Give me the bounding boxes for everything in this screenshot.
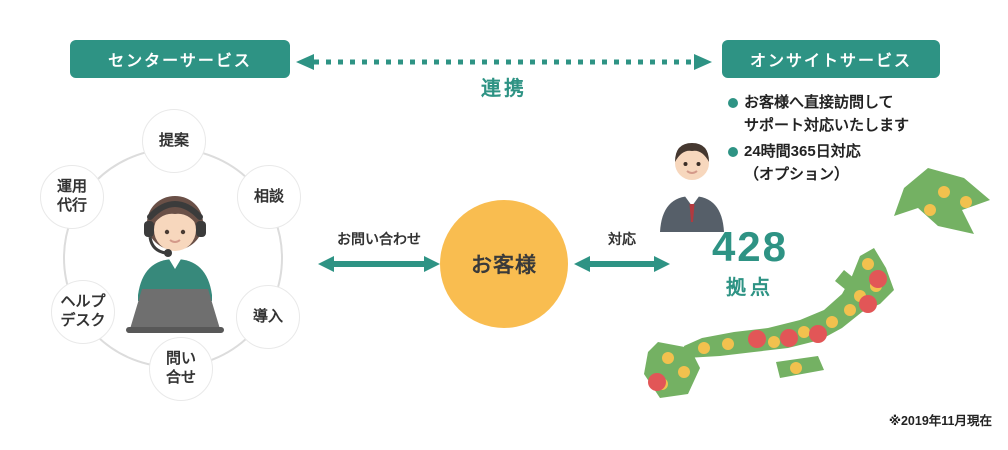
- inquiry-arrow-label: お問い合わせ: [337, 231, 421, 247]
- onsite-feature-text: 24時間365日対応 （オプション）: [744, 143, 861, 183]
- customer-circle: お客様: [440, 200, 568, 328]
- ring-item-helpdesk: ヘルプ デスク: [51, 280, 115, 344]
- response-arrow-label: 対応: [608, 231, 636, 247]
- inquiry-double-arrow-icon: [318, 256, 440, 272]
- operator-illustration: [126, 196, 224, 333]
- location-count: 428 拠点: [700, 226, 800, 300]
- onsite-feature-item: 24時間365日対応 （オプション）: [728, 141, 973, 186]
- cooperation-label: 連携: [481, 78, 527, 100]
- onsite-service-header: オンサイトサービス: [722, 40, 940, 78]
- ring-item-proposal: 提案: [142, 109, 206, 173]
- response-double-arrow-icon: [574, 256, 670, 272]
- onsite-staff-illustration: [660, 143, 724, 232]
- onsite-feature-list: お客様へ直接訪問して サポート対応いたします 24時間365日対応 （オプション…: [728, 92, 973, 190]
- ring-item-inquiry: 問い 合せ: [149, 337, 213, 401]
- ring-item-consultation: 相談: [237, 165, 301, 229]
- ring-item-operation: 運用 代行: [40, 165, 104, 229]
- bullet-dot-icon: [728, 147, 738, 157]
- onsite-feature-item: お客様へ直接訪問して サポート対応いたします: [728, 92, 973, 137]
- onsite-feature-text: お客様へ直接訪問して サポート対応いたします: [744, 94, 910, 134]
- cooperation-double-arrow-icon: [296, 54, 712, 70]
- center-service-header: センターサービス: [70, 40, 290, 78]
- location-count-number: 428: [711, 223, 789, 270]
- center-service-ring: 提案 相談 導入 問い 合せ ヘルプ デスク 運用 代行: [25, 109, 325, 410]
- location-count-unit: 拠点: [726, 277, 774, 299]
- bullet-dot-icon: [728, 98, 738, 108]
- date-footnote: ※2019年11月現在: [888, 414, 992, 428]
- ring-item-introduction: 導入: [236, 285, 300, 349]
- japan-map-illustration: [644, 168, 990, 398]
